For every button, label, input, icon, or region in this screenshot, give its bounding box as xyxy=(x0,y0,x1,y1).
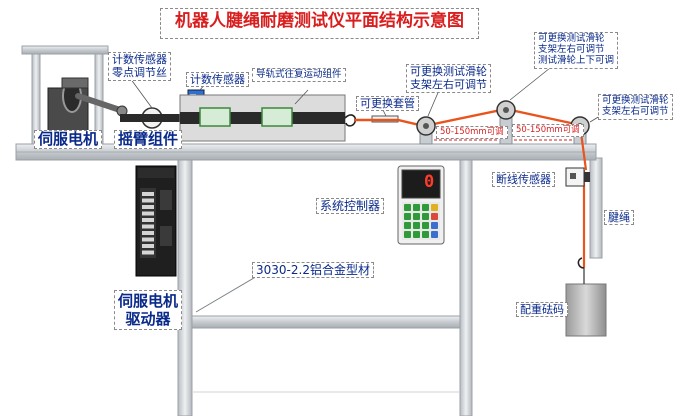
motor-frame-top xyxy=(21,45,109,55)
profile-leader-line xyxy=(195,271,265,313)
diagram-title: 机器人腱绳耐磨测试仪平面结构示意图 xyxy=(160,8,479,39)
label-break-sensor: 断线传感器 xyxy=(492,172,555,187)
label-servo-driver-line1: 伺服电机 xyxy=(118,292,179,310)
label-pulley-left-line2: 支架左右可调节 xyxy=(410,77,487,91)
keypad-key xyxy=(431,213,438,220)
controller-display: 0 xyxy=(424,172,435,192)
label-servo-driver: 伺服电机 驱动器 xyxy=(114,290,183,330)
label-weight: 配重砝码 xyxy=(516,302,568,317)
label-guide-assembly: 导轨式往复运动组件 xyxy=(252,68,346,82)
label-pulley-updown: 可更换测试滑轮 支架左右可调节 测试滑轮上下可调 xyxy=(534,32,619,69)
label-range-2: 50-150mm可调 xyxy=(512,124,584,137)
label-count-sensor-zero: 计数传感器 零点调节丝 xyxy=(108,52,171,82)
weight-hook xyxy=(577,257,585,269)
driver-terminal xyxy=(142,244,154,248)
rocker-arm xyxy=(75,93,123,113)
label-pulley-updown-line3: 测试滑轮上下可调 xyxy=(538,54,615,66)
frame-leg-middle xyxy=(459,157,473,417)
keypad-key xyxy=(404,222,411,229)
label-servo-motor: 伺服电机 xyxy=(34,130,103,149)
driver-terminal xyxy=(142,211,154,216)
label-pulley-right-line1: 可更换测试滑轮 xyxy=(602,95,669,106)
label-pulley-right-line2: 支架左右可调节 xyxy=(602,105,669,117)
keypad-key xyxy=(422,204,429,211)
driver-terminal xyxy=(142,198,154,203)
rope-hook xyxy=(344,114,357,127)
label-range-1: 50-150mm可调 xyxy=(436,126,508,139)
slider-block-1 xyxy=(199,107,231,127)
keypad-key xyxy=(422,222,429,229)
label-system-controller: 系统控制器 xyxy=(316,198,385,214)
driver-terminal xyxy=(142,231,154,235)
keypad-key xyxy=(431,231,438,238)
pulley-middle xyxy=(496,100,516,120)
keypad-key xyxy=(413,231,420,238)
driver-terminal xyxy=(142,205,154,209)
keypad-key xyxy=(404,204,411,211)
frame-crossbeam xyxy=(191,315,461,329)
label-pulley-left-line1: 可更换测试滑轮 xyxy=(410,65,487,78)
driver-terminal xyxy=(142,250,154,255)
counterweight xyxy=(565,283,607,337)
label-servo-driver-line2: 驱动器 xyxy=(125,310,171,328)
pulley-left xyxy=(416,116,436,136)
keypad-key xyxy=(404,231,411,238)
driver-terminal xyxy=(142,224,154,229)
frame-leg-right xyxy=(589,157,603,259)
keypad-key xyxy=(431,204,438,211)
driver-terminal xyxy=(142,192,154,196)
keypad-key xyxy=(413,222,420,229)
label-replaceable-sleeve: 可更换套管 xyxy=(356,96,419,111)
label-count-sensor-zero-line1: 计数传感器 xyxy=(112,53,167,66)
driver-terminal xyxy=(142,237,154,242)
frame-leg-left xyxy=(177,157,193,417)
label-aluminum-profile: 3030-2.2铝合金型材 xyxy=(252,262,374,278)
label-pulley-updown-line2: 支架左右可调节 xyxy=(538,43,605,55)
driver-terminal xyxy=(142,218,154,222)
slider-block-2 xyxy=(261,107,293,127)
label-tendon-rope: 腱绳 xyxy=(604,210,634,225)
keypad-key xyxy=(422,231,429,238)
label-count-sensor: 计数传感器 xyxy=(186,72,249,87)
keypad-key xyxy=(413,213,420,220)
label-pulley-updown-line1: 可更换测试滑轮 xyxy=(538,33,605,44)
label-rocker-arm: 摇臂组件 xyxy=(114,130,183,149)
keypad-key xyxy=(422,213,429,220)
label-pulley-right: 可更换测试滑轮 支架左右可调节 xyxy=(598,94,673,120)
keypad-key xyxy=(413,204,420,211)
keypad-key xyxy=(431,222,438,229)
label-pulley-left: 可更换测试滑轮 支架左右可调节 xyxy=(406,64,491,94)
label-count-sensor-zero-line2: 零点调节丝 xyxy=(112,65,167,79)
keypad-key xyxy=(404,213,411,220)
tendon-rope xyxy=(354,107,581,128)
